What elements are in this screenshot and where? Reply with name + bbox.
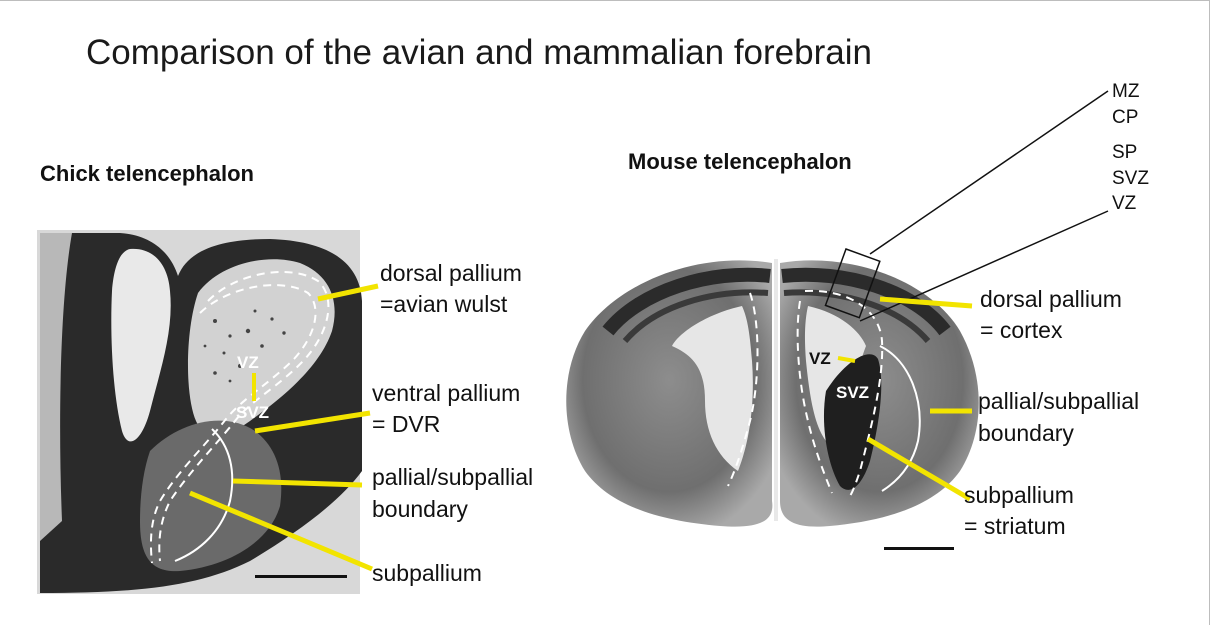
chick-label-dorsal-pallium: dorsal pallium [380,259,522,287]
mouse-section-image: VZ SVZ [566,249,979,550]
layer-label-sp: SP [1112,142,1137,164]
chick-label-avian-wulst: =avian wulst [380,290,507,318]
layer-label-cp: CP [1112,107,1138,129]
chick-panel-title: Chick telencephalon [40,161,254,187]
chick-label-dvr: = DVR [372,410,440,438]
mouse-label-cortex: = cortex [980,316,1062,344]
mouse-panel-title: Mouse telencephalon [628,149,852,175]
figure-title: Comparison of the avian and mammalian fo… [86,33,872,73]
mouse-label-boundary: pallial/subpallial [978,387,1139,415]
mouse-label-boundary-2: boundary [978,419,1074,447]
chick-zone-svz-label: SVZ [236,403,269,422]
mouse-label-subpallium: subpallium [964,481,1074,509]
layer-label-mz: MZ [1112,81,1139,103]
mouse-scale-bar [884,547,954,550]
chick-label-ventral-pallium: ventral pallium [372,379,520,407]
chick-label-boundary: pallial/subpallial [372,463,533,491]
chick-zone-vz-label: VZ [237,353,259,372]
layer-label-vz: VZ [1112,193,1136,215]
chick-scale-bar [255,575,347,578]
mouse-zone-svz-label: SVZ [836,383,869,402]
chick-label-boundary-2: boundary [372,495,468,523]
mouse-zone-vz-label: VZ [809,349,831,368]
mouse-label-striatum: = striatum [964,512,1066,540]
layer-label-svz: SVZ [1112,168,1149,190]
chick-label-subpallium: subpallium [372,559,482,587]
mouse-label-dorsal-pallium: dorsal pallium [980,285,1122,313]
chick-section-image: VZ SVZ [37,230,362,594]
